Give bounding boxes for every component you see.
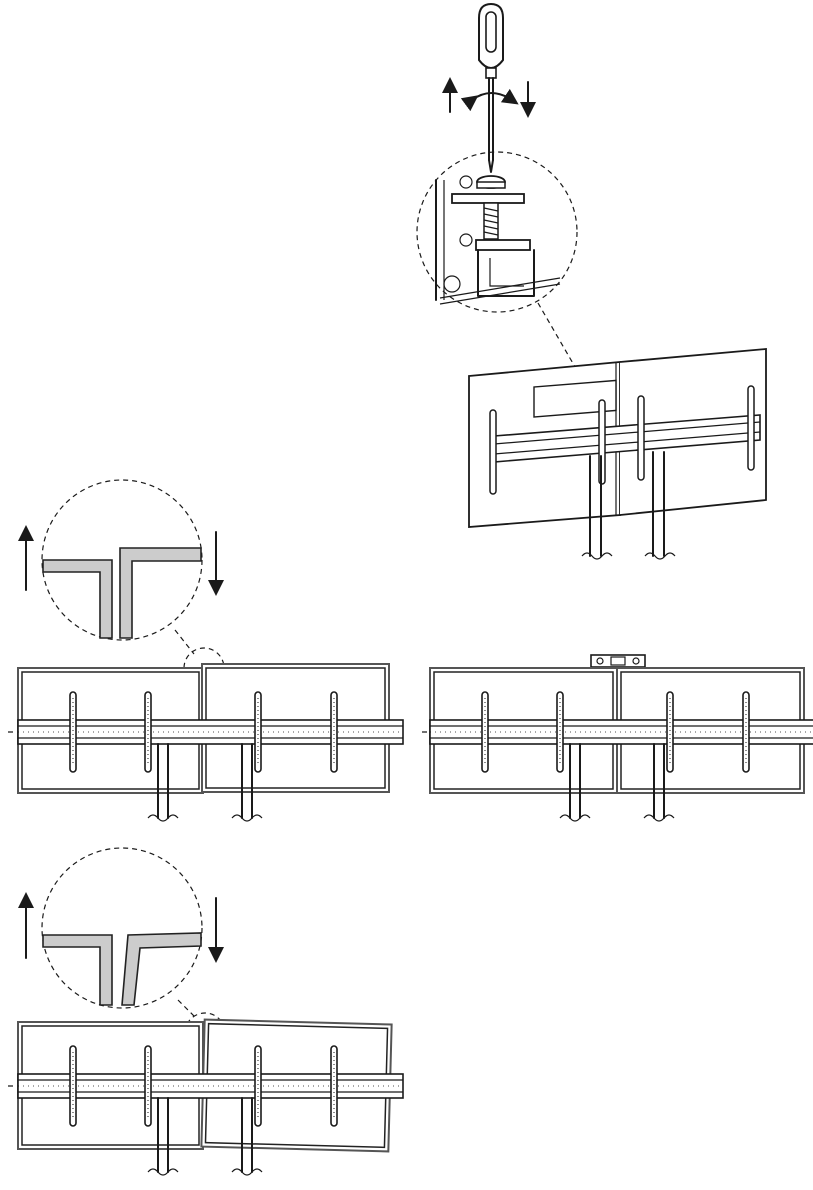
- spirit-level-icon: [590, 654, 646, 668]
- rotate-arrow-icon: [460, 88, 519, 112]
- magnifier-circle: [416, 151, 578, 313]
- magnifier-circle: [41, 847, 203, 1009]
- screwdriver-adjust-step: [416, 2, 767, 560]
- frame-corner-right: [121, 932, 202, 1006]
- misaligned-tilted-step: [8, 847, 403, 1175]
- screwdriver-icon: [478, 2, 504, 173]
- magnified-screw-detail: [435, 175, 561, 305]
- frame-corner-left: [42, 559, 113, 639]
- perspective-mount-view: [468, 348, 767, 560]
- frame-corner-left: [42, 934, 113, 1006]
- misaligned-vertical-step: [8, 479, 403, 821]
- aligned-with-level-step: [422, 654, 813, 821]
- magnifier-circle: [41, 479, 203, 641]
- frame-corner-right: [119, 547, 202, 639]
